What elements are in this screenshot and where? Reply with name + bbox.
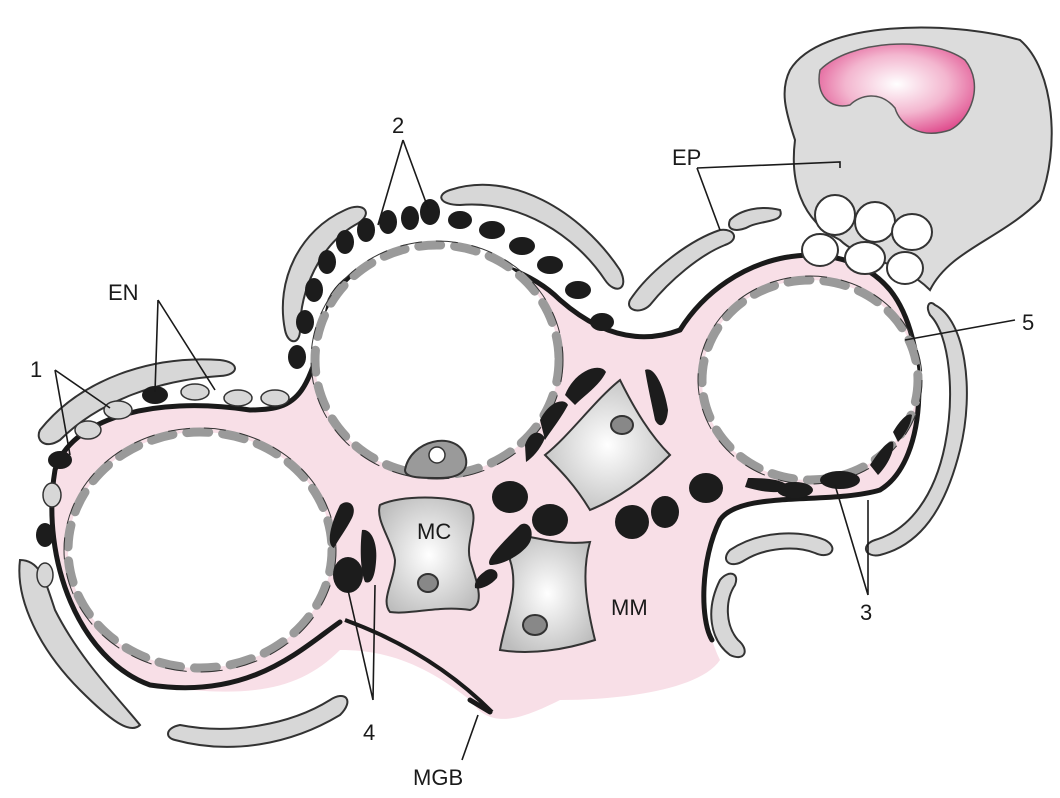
label-en: EN bbox=[108, 280, 139, 305]
label-1: 1 bbox=[30, 357, 42, 382]
label-mgb: MGB bbox=[413, 765, 463, 790]
label-mc: MC bbox=[417, 519, 451, 544]
label-ep: EP bbox=[672, 145, 701, 170]
label-5: 5 bbox=[1022, 310, 1034, 335]
label-2: 2 bbox=[392, 113, 404, 138]
label-3: 3 bbox=[860, 600, 872, 625]
label-4: 4 bbox=[363, 720, 375, 745]
label-mm: MM bbox=[611, 595, 648, 620]
